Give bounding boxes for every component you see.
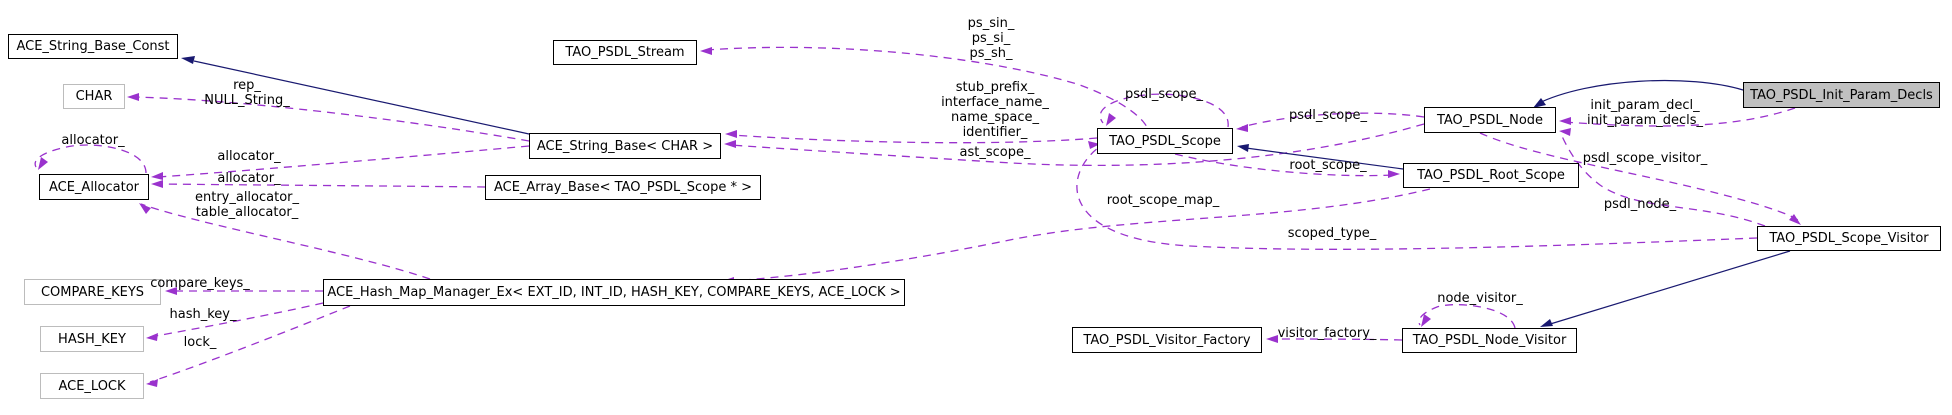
arrowhead-hashkey	[146, 333, 158, 341]
edge-label-hash-key: hash_key_	[169, 307, 237, 322]
node-tao-psdl-stream[interactable]: TAO_PSDL_Stream	[553, 40, 697, 65]
edge-label-rep-null-string: rep_ NULL_String_	[204, 78, 290, 108]
arrowhead-nodevisitor-inherit	[1540, 319, 1553, 327]
edge-label-psdl-scope: psdl_scope_	[1288, 108, 1368, 123]
node-hash-key[interactable]: HASH_KEY	[40, 326, 144, 352]
edge-label-root-scope: root_scope_	[1289, 158, 1367, 173]
arrowhead-nodevisitor-loop	[1421, 314, 1431, 327]
edge-stringbase-allocator	[157, 145, 530, 178]
edge-label-psdl-scope-self: psdl_scope_	[1124, 87, 1204, 102]
edge-hashmap-allocator	[140, 203, 431, 280]
edge-label-psdl-scope-visitor: psdl_scope_visitor_	[1582, 151, 1708, 166]
node-ace-array-base[interactable]: ACE_Array_Base< TAO_PSDL_Scope * >	[485, 175, 761, 200]
node-char[interactable]: CHAR	[63, 84, 125, 109]
arrowhead-allocator-3	[139, 203, 151, 214]
node-tao-psdl-visitor-factory[interactable]: TAO_PSDL_Visitor_Factory	[1072, 327, 1262, 353]
edge-label-ast-scope: ast_scope_	[959, 145, 1031, 160]
node-compare-keys[interactable]: COMPARE_KEYS	[24, 279, 161, 305]
arrowhead-visitorfactory	[1266, 335, 1278, 343]
arrowhead-stream	[700, 47, 712, 55]
node-tao-psdl-scope-visitor[interactable]: TAO_PSDL_Scope_Visitor	[1757, 226, 1941, 251]
node-ace-string-base-const[interactable]: ACE_String_Base_Const	[8, 34, 178, 59]
edge-nodevisitor-visitorfactory	[1271, 338, 1403, 341]
edge-scopevisitor-scope	[1076, 147, 1758, 250]
edge-rootscope-hashmap	[727, 188, 1431, 282]
edge-label-allocator-string: allocator_	[217, 149, 281, 164]
node-ace-lock[interactable]: ACE_LOCK	[40, 373, 144, 399]
arrowhead-node-inherit	[1533, 98, 1546, 108]
arrowhead-allocator-2	[151, 180, 163, 188]
node-tao-psdl-node[interactable]: TAO_PSDL_Node	[1424, 107, 1556, 133]
edge-scopevisitor-nodevisitor-inherit	[1546, 250, 1791, 326]
arrowhead-scope-loop	[1106, 113, 1116, 126]
edge-label-init-param: init_param_decl_ init_param_decls_	[1586, 98, 1704, 128]
arrowhead-comparekeys	[165, 287, 177, 295]
edge-node-scope	[1241, 112, 1425, 128]
edge-label-entry-table-allocator: entry_allocator_ table_allocator_	[194, 190, 300, 220]
edge-label-allocator-self: allocator_	[61, 133, 125, 148]
edge-allocator-self-loop	[34, 144, 147, 174]
edge-label-scoped-type: scoped_type_	[1287, 226, 1377, 241]
arrowhead-scopevisitor	[1789, 214, 1801, 225]
edge-hashmap-hashkey	[149, 302, 324, 338]
edge-rep-null-string	[133, 96, 530, 142]
edge-node-stringbase-ast	[730, 123, 1425, 167]
arrowhead-rootscope	[1388, 170, 1400, 178]
node-tao-psdl-scope[interactable]: TAO_PSDL_Scope	[1097, 128, 1233, 154]
edge-scope-self-loop	[1099, 93, 1229, 128]
edge-nodevisitor-self-loop	[1418, 304, 1516, 329]
edge-scope-stream	[705, 46, 1148, 128]
edge-label-visitor-factory: visitor_factory_	[1277, 326, 1377, 341]
edge-scopevisitor-node	[1560, 133, 1766, 227]
arrowhead-stringbase-2	[724, 140, 736, 148]
edge-label-allocator-array: allocator_	[217, 171, 281, 186]
arrowhead-allocator-loop	[38, 157, 48, 170]
arrowhead-node-2	[1559, 128, 1571, 136]
edge-scope-stringbase	[731, 134, 1098, 144]
arrowhead-node-1	[1559, 117, 1571, 125]
arrowhead-char	[127, 93, 139, 101]
edge-label-psdl-node: psdl_node_	[1603, 197, 1677, 212]
arrowhead-allocator-1	[151, 172, 163, 180]
arrowhead-stringbaseconst	[181, 56, 195, 64]
edge-label-node-visitor: node_visitor_	[1437, 291, 1523, 306]
arrowhead-scope-left	[1088, 141, 1100, 149]
edge-arraybase-allocator	[157, 183, 486, 188]
node-tao-psdl-init-param-decls: TAO_PSDL_Init_Param_Decls	[1743, 82, 1940, 108]
node-ace-allocator[interactable]: ACE_Allocator	[39, 174, 149, 200]
edge-initparamdecls-node-inherit	[1536, 79, 1744, 105]
node-ace-string-base[interactable]: ACE_String_Base< CHAR >	[529, 133, 721, 159]
edge-label-ps-streams: ps_sin_ ps_si_ ps_sh_	[967, 16, 1015, 61]
edge-label-root-scope-map: root_scope_map_	[1106, 193, 1220, 208]
node-tao-psdl-node-visitor[interactable]: TAO_PSDL_Node_Visitor	[1402, 328, 1577, 353]
arrowhead-scope-inherit	[1237, 144, 1249, 152]
arrowhead-acelock	[146, 379, 158, 387]
node-tao-psdl-root-scope[interactable]: TAO_PSDL_Root_Scope	[1403, 163, 1579, 188]
edge-label-compare-keys: compare_keys_	[150, 276, 250, 291]
node-ace-hash-map-manager-ex[interactable]: ACE_Hash_Map_Manager_Ex< EXT_ID, INT_ID,…	[323, 279, 905, 306]
edge-initparamdecls-node	[1563, 107, 1796, 127]
edge-rootscope-scope-inherit	[1245, 147, 1404, 170]
arrowhead-scope-right	[1236, 124, 1248, 132]
edge-scope-rootscope	[1174, 153, 1395, 177]
edge-hashmap-acelock	[149, 305, 351, 383]
edge-label-stub-prefix-group: stub_prefix_ interface_name_ name_space_…	[941, 80, 1049, 140]
edge-stringbase-stringbaseconst-inherit	[193, 60, 530, 135]
arrowhead-stringbase-1	[725, 130, 737, 138]
edge-label-lock: lock_	[183, 335, 217, 350]
